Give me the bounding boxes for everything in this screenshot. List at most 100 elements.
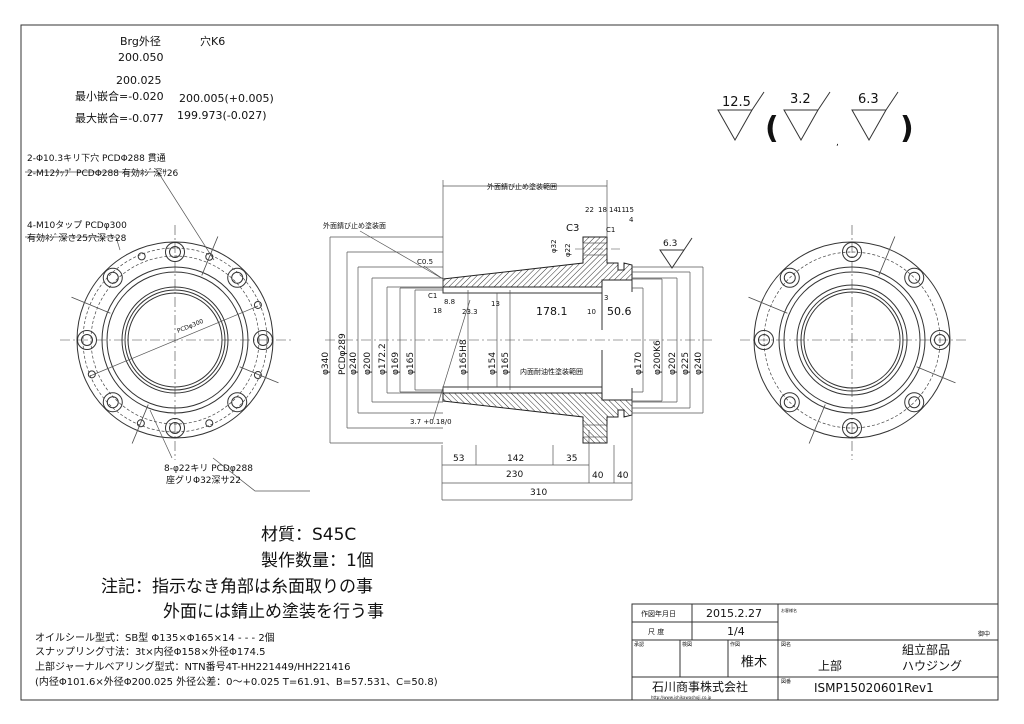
dim-13: 13 [491,300,500,308]
dim-18: 18 [433,307,442,315]
top-dim: 15 [625,206,634,214]
dim-40b: 40 [617,471,629,481]
front-view-right [740,225,968,460]
top-dim: 18 [598,206,607,214]
hole-callout-line1: 2-Φ10.3キリ下穴 PCDΦ288 貫通 [27,152,166,164]
finish-symbol-icon [717,91,765,142]
company-url: http://www.ishikawashoji.co.jp [651,695,712,700]
drawing-number: ISMP15020601Rev1 [814,681,934,695]
draw-label: 作図 [730,641,740,648]
notes: 材質：S45C 製作数量：1個 注記：指示なき角部は糸面取りの事 外面には錆止め… [101,525,384,622]
finish-alt2: 6.3 [858,92,879,107]
dim-230: 230 [506,470,523,480]
dim-35: 35 [566,454,577,464]
surface-finish: 12.5 ( 3.2 , 6.3 ) [717,91,914,148]
hole-upper: 200.005(+0.005) [179,92,274,105]
chamfer-c05: C0.5 [417,258,433,266]
hole-lower: 199.973(-0.027) [177,109,267,122]
section-finish-mark: 6.3 [663,239,677,249]
name-label: 図名 [781,641,791,648]
check-label: 検図 [682,641,692,648]
diameter-label: φ200 [363,352,373,375]
scale-label: 尺 度 [648,627,664,636]
tap-hole-icon [137,252,146,261]
material-note: 材質：S45C [261,525,356,545]
dim-53: 53 [453,454,464,464]
tap-hole-icon [205,419,214,428]
hole-d22: φ22 [564,243,572,257]
fit-col2-header: 穴K6 [200,34,225,48]
bolt-hole-icon [165,242,185,262]
diameter-label: φ200K6 [653,340,663,375]
top-dim: 11 [617,206,626,214]
approve-label: 承認 [634,641,644,648]
spec-bearing: 上部ジャーナルベアリング型式：NTN番号4T-HH221449/HH221416 [35,660,351,673]
top-dim: 22 [585,206,594,214]
callouts: 2-Φ10.3キリ下穴 PCDΦ288 貫通 2-M12ﾀｯﾌﾟ PCDΦ288… [27,152,253,486]
finish-symbol-icon [659,237,693,269]
scale-value: 1/4 [727,625,745,638]
bolt-hole-icon [227,267,248,288]
spec-bearing-detail: (内径Φ101.6×外径Φ200.025 外径公差：0～+0.025 T=61.… [35,675,438,688]
diameter-label: φ225 [681,352,691,375]
tap-hole-icon [253,300,262,309]
date-value: 2015.2.27 [706,607,762,620]
tap-callout-line2: 有効ﾈｼﾞ深さ25穴深さ28 [27,232,127,244]
finish-close-paren: ) [900,111,914,146]
bottom-dimensions: 53 142 35 230 40 40 310 [441,400,633,501]
finish-main: 12.5 [722,95,751,110]
diameter-label: PCDφ289 [338,333,348,375]
diameter-label: φ170 [634,352,644,375]
date-label: 作図年月日 [641,609,676,618]
chamfer-c1-left: C1 [428,292,437,300]
chamfer-c3: C3 [566,223,579,234]
diameter-label: φ240 [349,352,359,375]
section-labels: 外面錆び止め塗装範囲 外面錆び止め塗装面 内面耐油性塗装範囲 22 18 14 … [323,182,693,426]
note-1: 注記：指示なき角部は糸面取りの事 [101,577,373,597]
note-2: 外面には錆止め塗装を行う事 [163,601,384,622]
section-view [325,180,712,444]
drawing-name-part2: ハウジング [902,659,962,673]
bolt-hole-icon [102,267,123,288]
drawing-name-line1: 組立部品 [902,642,950,657]
brg-max: 200.050 [118,51,164,64]
dim-178-1: 178.1 [536,305,568,318]
bolt-hole-icon [779,267,800,288]
hole-callout-line2: 2-M12ﾀｯﾌﾟ PCDΦ288 有効ﾈｼﾞ深ｻ26 [27,167,179,179]
dim-50-6: 50.6 [607,305,632,318]
bolt-hole-icon [754,330,774,350]
bolt-hole-icon [842,242,862,262]
finish-separator: , [836,138,839,148]
title-block: 作図年月日 2015.2.27 尺 度 1/4 お客様名 御中 承認 検図 作図… [631,603,999,701]
dim-142: 142 [507,454,524,464]
finish-alt1: 3.2 [790,92,811,107]
bolt-hole-icon [930,330,950,350]
fit-table: Brg外径 穴K6 200.050 200.025 最小嵌合=-0.020 最大… [75,34,274,125]
diameter-label: φ202 [668,352,678,375]
quantity-note: 製作数量：1個 [261,551,374,571]
drafter-name: 椎木 [741,655,767,670]
customer-label: お客様名 [781,607,797,613]
bolt-hole-icon [102,392,123,413]
front-view-left: PCDφ300 [25,171,310,492]
bolt-hole-icon [253,330,273,350]
tap-hole-icon [205,252,214,261]
outer-paint-range: 外面錆び止め塗装範囲 [487,182,557,191]
dim-4: 4 [629,216,634,224]
number-label: 図番 [781,678,791,685]
dim-310: 310 [530,488,547,498]
bolt-hole-icon [779,392,800,413]
sheet-frame [20,24,999,701]
dim-10: 10 [587,308,596,316]
tap-hole-icon [253,371,262,380]
finish-symbol-icon [851,91,899,142]
top-dim: 14 [609,206,618,214]
section-hatch-upper [442,236,633,288]
bolt-hole-icon [904,267,925,288]
dim-8-8: 8.8 [444,298,455,306]
inner-paint-range: 内面耐油性塗装範囲 [520,367,583,376]
bolt-hole-icon [227,392,248,413]
tap-callout-line1: 4-M10タップ PCDφ300 [27,220,127,231]
dim-3: 3 [604,294,608,302]
